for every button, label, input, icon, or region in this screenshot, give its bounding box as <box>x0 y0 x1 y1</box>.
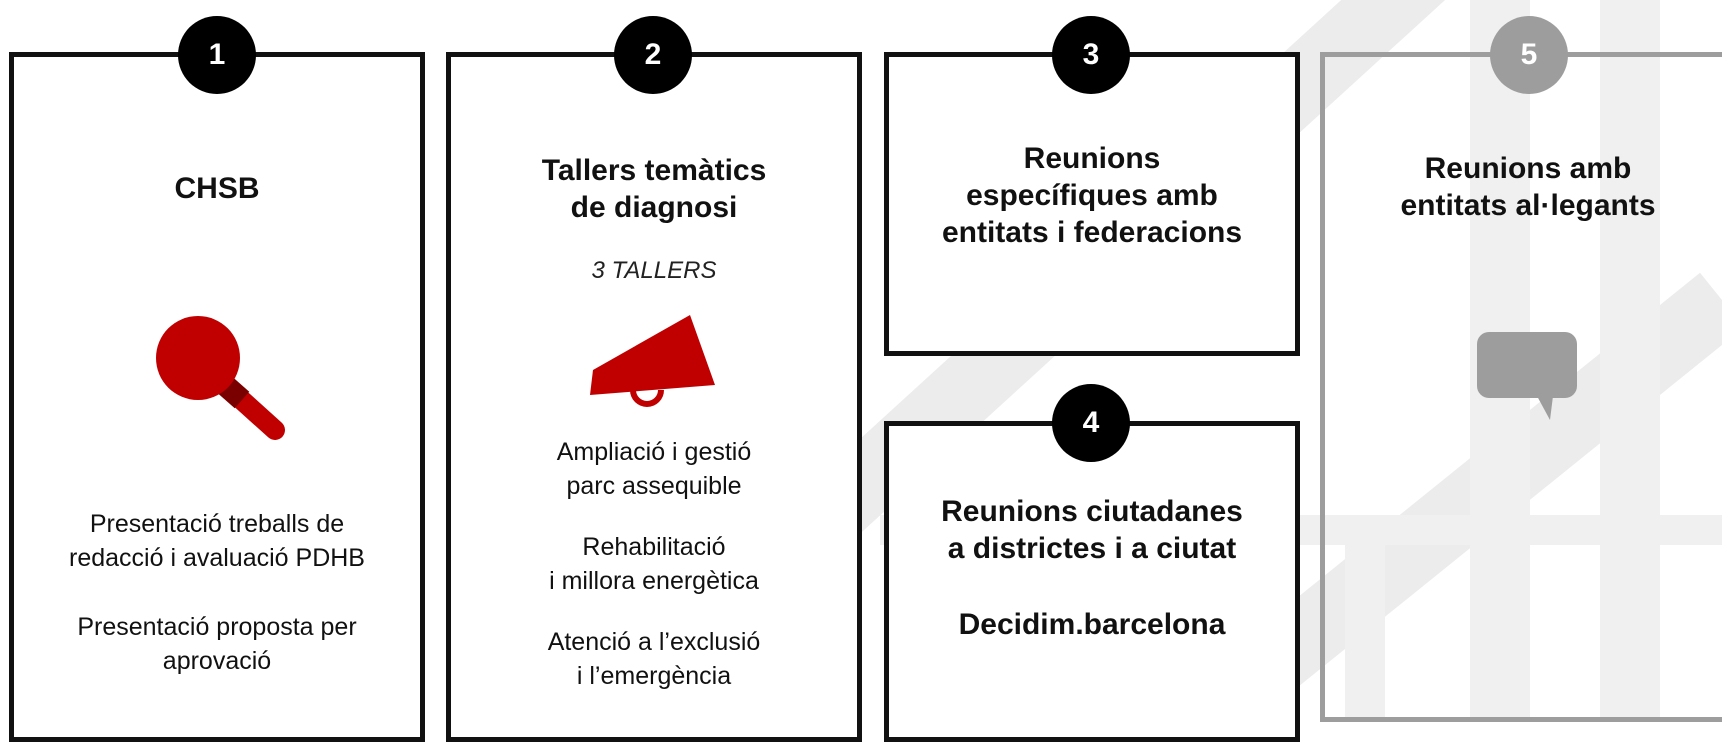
step-number-1: 1 <box>178 16 256 94</box>
step-description-2a: Ampliació i gestió parc assequible <box>556 438 752 500</box>
megaphone-icon <box>590 315 715 407</box>
step-title-4: Reunions ciutadanes a districtes i a ciu… <box>941 495 1243 565</box>
step-number-2: 2 <box>614 16 692 94</box>
step-card-3 <box>884 52 1300 356</box>
step-description-1a: Presentació treballs de redacció i avalu… <box>69 510 365 572</box>
step-title-3: Reunions específiques amb entitats i fed… <box>941 142 1243 249</box>
step-extra-4: Decidim.barcelona <box>958 608 1226 641</box>
step-description-2b: Rehabilitació i millora energètica <box>549 533 759 595</box>
step-subtitle-2: 3 TALLERS <box>591 257 717 284</box>
step-title-5: Reunions amb entitats al·legants <box>1400 152 1656 222</box>
step-card-4 <box>884 421 1300 742</box>
magnifier-icon <box>156 316 285 440</box>
step-description-2c: Atenció a l’exclusió i l’emergència <box>547 628 761 690</box>
step-number-4: 4 <box>1052 384 1130 462</box>
speech-bubble-icon <box>1477 332 1577 420</box>
step-title-1: CHSB <box>174 172 260 205</box>
step-number-3: 3 <box>1052 16 1130 94</box>
step-title-2: Tallers temàtics de diagnosi <box>541 154 767 224</box>
step-number-5: 5 <box>1490 16 1568 94</box>
step-description-1b: Presentació proposta per aprovació <box>77 613 357 675</box>
